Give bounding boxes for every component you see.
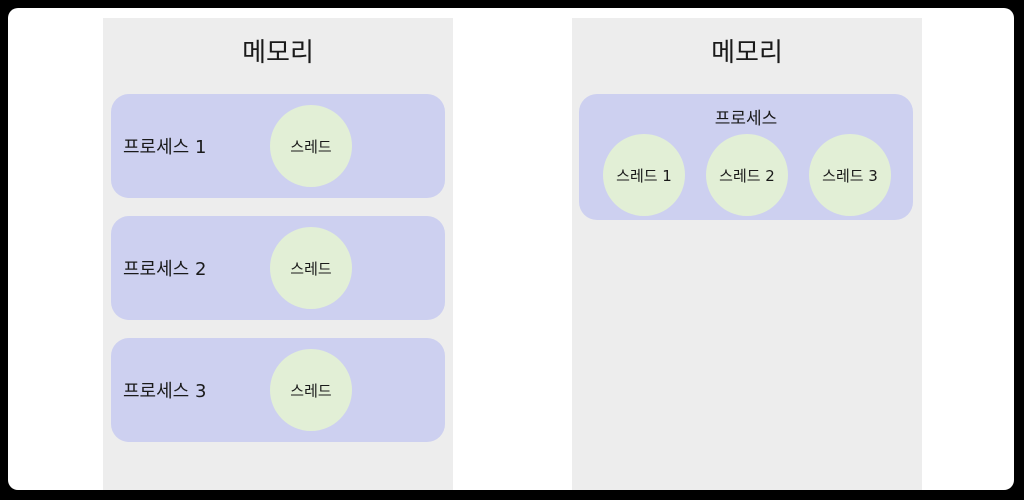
- thread-label-2: 스레드 2: [719, 166, 775, 185]
- thread-circle-2: 스레드 2: [706, 134, 788, 216]
- process-box-3: 프로세스 3 스레드: [111, 338, 445, 442]
- process-label-3: 프로세스 3: [123, 381, 207, 402]
- process-box-1: 프로세스 1 스레드: [111, 94, 445, 198]
- memory-multi-process: 메모리 프로세스 1 스레드 프로세스 2 스레드 프로세스 3 스레드: [103, 18, 453, 490]
- process-box-2: 프로세스 2 스레드: [111, 216, 445, 320]
- thread-label-1: 스레드 1: [616, 166, 672, 185]
- process-box-shared: 프로세스 스레드 1 스레드 2 스레드 3: [579, 94, 913, 220]
- memory-title: 메모리: [711, 38, 783, 68]
- process-label-1: 프로세스 1: [123, 137, 207, 158]
- diagram-canvas: 메모리 프로세스 1 스레드 프로세스 2 스레드 프로세스 3 스레드 메모리…: [8, 8, 1014, 490]
- thread-circle-3: 스레드 3: [809, 134, 891, 216]
- thread-circle-1: 스레드 1: [603, 134, 685, 216]
- process-label: 프로세스: [714, 109, 778, 129]
- thread-label: 스레드: [290, 259, 332, 278]
- thread-label: 스레드: [290, 381, 332, 400]
- memory-multi-thread: 메모리 프로세스 스레드 1 스레드 2 스레드 3: [572, 18, 922, 490]
- thread-label: 스레드: [290, 137, 332, 156]
- thread-circle-1: 스레드: [270, 105, 352, 187]
- memory-title: 메모리: [242, 38, 314, 68]
- thread-circle-3: 스레드: [270, 349, 352, 431]
- process-label-2: 프로세스 2: [123, 259, 207, 280]
- thread-label-3: 스레드 3: [822, 166, 878, 185]
- thread-circle-2: 스레드: [270, 227, 352, 309]
